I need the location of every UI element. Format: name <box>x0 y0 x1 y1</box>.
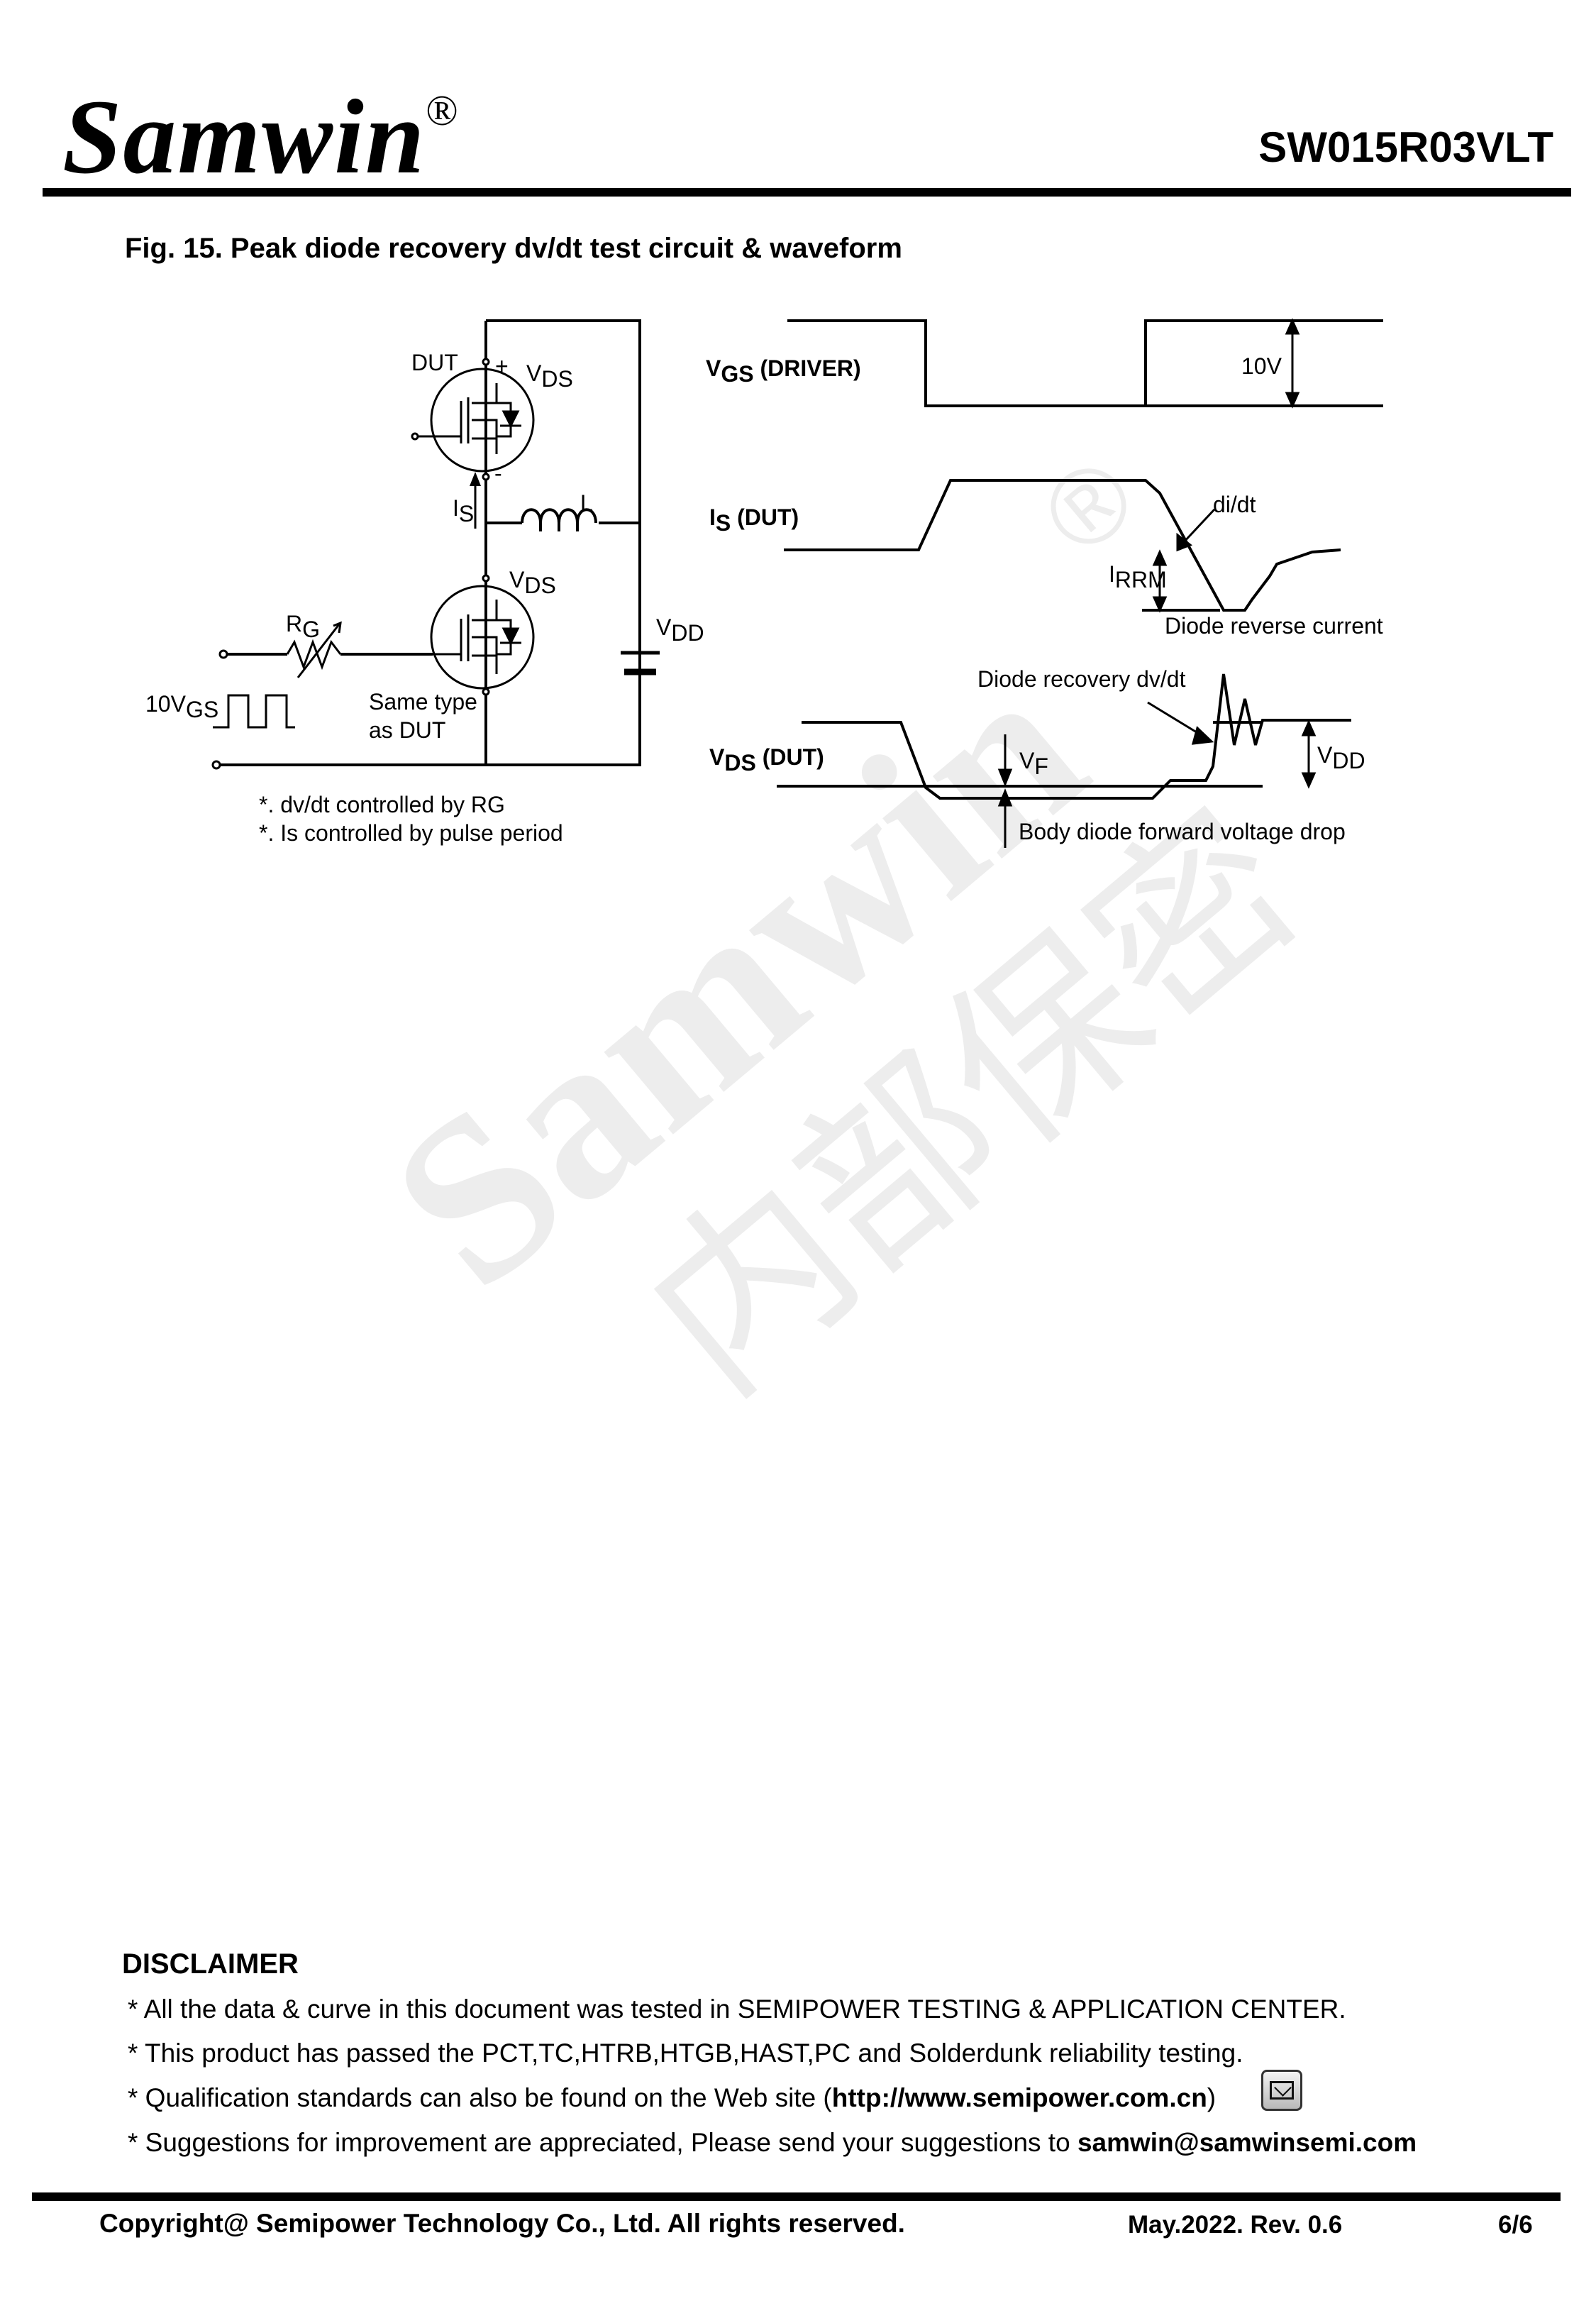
vf-label: VF <box>1019 748 1048 779</box>
rg-label: RG <box>286 611 320 642</box>
reverse-current-label: Diode reverse current <box>1165 613 1383 639</box>
is-dut-label: IS (DUT) <box>709 504 799 536</box>
watermark-mark: ® <box>1020 435 1157 577</box>
gate-source-label: 10VGS <box>145 691 218 722</box>
dut-mosfet-symbol <box>411 358 535 481</box>
email-link[interactable]: samwin@samwinsemi.com <box>1077 2128 1417 2157</box>
circuit-note-2: *. Is controlled by pulse period <box>259 820 563 846</box>
forward-drop-label: Body diode forward voltage drop <box>1019 819 1346 844</box>
disclaimer-line-2: * This product has passed the PCT,TC,HTR… <box>128 2039 1243 2068</box>
inductor-symbol <box>521 508 597 531</box>
figure-title: Fig. 15. Peak diode recovery dv/dt test … <box>125 233 902 264</box>
dut-vds-label: VDS <box>526 360 573 392</box>
revision-date: May.2022. Rev. 0.6 <box>1128 2211 1343 2239</box>
circuit-note-1: *. dv/dt controlled by RG <box>259 792 505 817</box>
same-type-line1: Same type <box>369 689 477 715</box>
header-rule <box>43 188 1571 197</box>
vdd-battery-symbol <box>621 651 660 675</box>
ground-terminal <box>211 760 221 770</box>
vds-dut-label: VDS (DUT) <box>709 744 824 776</box>
part-number: SW015R03VLT <box>1258 123 1553 171</box>
is-arrow <box>470 472 481 529</box>
is-label: IS <box>453 495 474 526</box>
website-link[interactable]: http://www.semipower.com.cn <box>831 2083 1207 2112</box>
registered-mark: ® <box>426 87 460 134</box>
vds-vdd-label: VDD <box>1317 742 1365 773</box>
brand-logo: Samwin® <box>62 84 460 190</box>
waveform-traces <box>777 319 1383 800</box>
lower-vds-label: VDS <box>509 567 556 598</box>
rg-resistor-symbol <box>286 621 342 678</box>
figure-canvas: Samwin 内部保密 ® <box>145 318 1383 1434</box>
same-type-line2: as DUT <box>369 717 445 743</box>
gate-terminal <box>218 649 228 659</box>
irrm-label: IRRM <box>1109 561 1167 592</box>
dut-minus-sign: - <box>494 460 502 486</box>
dut-label: DUT <box>411 350 458 375</box>
disclaimer-line-4: * Suggestions for improvement are apprec… <box>128 2128 1417 2157</box>
recovery-dvdt-label: Diode recovery dv/dt <box>977 666 1186 692</box>
footer-rule <box>32 2192 1561 2201</box>
disclaimer-heading: DISCLAIMER <box>122 1948 299 1980</box>
disclaimer-line-3: * Qualification standards can also be fo… <box>128 2083 1217 2112</box>
didt-label: di/dt <box>1213 492 1256 517</box>
waveform-arrows <box>997 318 1317 848</box>
brand-name: Samwin <box>62 78 426 196</box>
disclaimer-line-1: * All the data & curve in this document … <box>128 1995 1346 2024</box>
watermark: Samwin 内部保密 ® <box>345 435 1338 1434</box>
gate-pulse-symbol <box>213 694 295 729</box>
vgs-driver-label: VGS (DRIVER) <box>706 355 861 387</box>
copyright: Copyright@ Semipower Technology Co., Ltd… <box>99 2209 905 2238</box>
page-number: 6/6 <box>1498 2211 1533 2239</box>
vdd-label: VDD <box>656 614 704 646</box>
inductor-label: L <box>580 490 593 516</box>
mail-icon[interactable] <box>1261 2070 1302 2111</box>
dut-plus-sign: + <box>495 353 509 379</box>
lower-mosfet-symbol <box>430 574 535 696</box>
vgs-amplitude-label: 10V <box>1241 353 1282 379</box>
